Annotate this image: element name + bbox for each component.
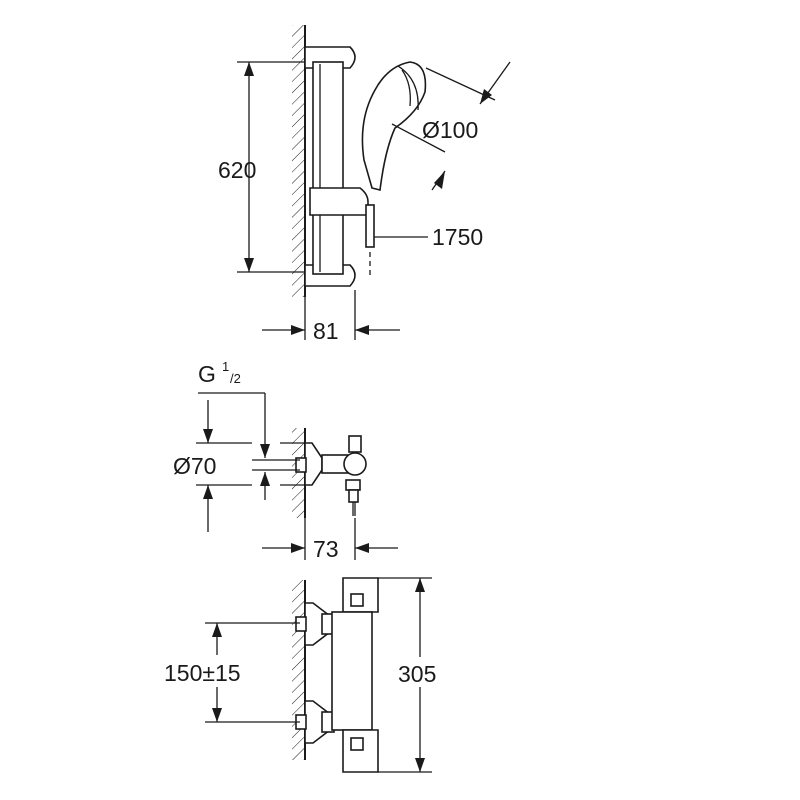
thread-dimension bbox=[198, 392, 300, 500]
rail-depth-label: 81 bbox=[313, 318, 339, 344]
mixer-escutcheon bbox=[304, 442, 323, 486]
handshower-diameter-dimension bbox=[391, 61, 511, 191]
rail-view: 620 Ø100 1750 81 bbox=[218, 25, 511, 344]
mixer-side-view: G 1 /2 Ø70 bbox=[173, 359, 398, 562]
rail-height-label: 620 bbox=[218, 157, 256, 183]
mixer-depth-label: 73 bbox=[313, 536, 339, 562]
rail-slider bbox=[309, 187, 369, 216]
wall-hatch-middle bbox=[292, 428, 306, 518]
mixer-handle bbox=[343, 452, 367, 476]
shower-rail bbox=[312, 61, 344, 275]
shower-hose bbox=[365, 204, 375, 248]
mixer-depth-dimension bbox=[262, 518, 398, 560]
mixer-diameter-label: Ø70 bbox=[173, 453, 216, 479]
rail-height-dimension bbox=[237, 61, 305, 273]
thermostat-body bbox=[331, 611, 373, 731]
rail-depth-dimension bbox=[262, 290, 400, 340]
hand-shower bbox=[361, 61, 427, 191]
hose-length-label: 1750 bbox=[432, 224, 483, 250]
inlet-spacing-label: 150±15 bbox=[164, 660, 241, 686]
thread-label: G bbox=[198, 361, 216, 387]
thread-denominator: /2 bbox=[230, 371, 241, 386]
wall-hatch-top bbox=[292, 25, 306, 297]
mixer-outlet bbox=[345, 479, 361, 491]
mixer-height-label: 305 bbox=[398, 661, 436, 687]
mixer-elevation-view: 150±15 305 bbox=[160, 577, 448, 773]
handshower-diameter-label: Ø100 bbox=[422, 117, 478, 143]
mixer-diameter-dimension bbox=[196, 400, 305, 532]
wall-hatch-bottom bbox=[292, 580, 306, 760]
thread-numerator: 1 bbox=[222, 359, 229, 374]
thermostat-bottom-cap bbox=[342, 729, 379, 773]
